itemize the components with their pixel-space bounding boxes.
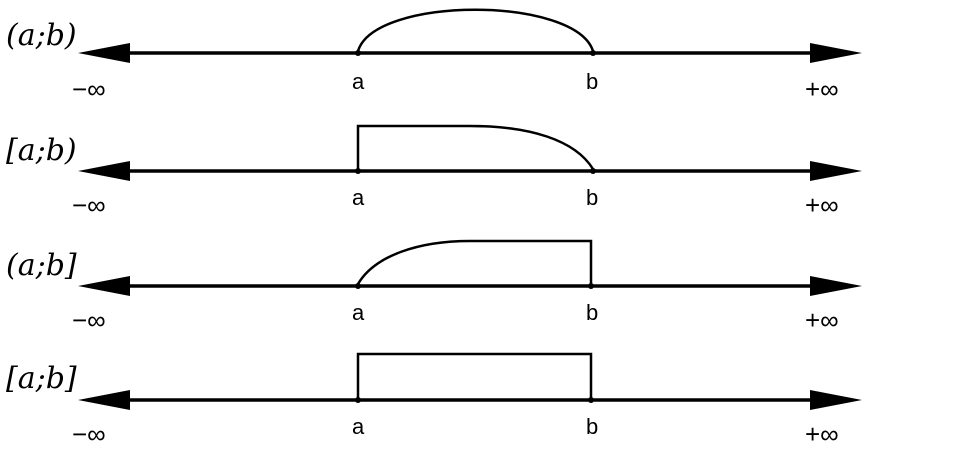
label-b: b xyxy=(586,185,598,210)
interval-notation: (a;b] xyxy=(6,248,77,283)
label-b: b xyxy=(586,69,598,94)
interval-notation: [a;b) xyxy=(6,133,77,168)
right-arrow-icon xyxy=(810,43,862,63)
interval-open-closed-shape xyxy=(356,239,593,286)
left-arrow-icon xyxy=(78,161,130,181)
point-a xyxy=(355,397,361,403)
right-arrow-icon xyxy=(810,161,862,181)
pos-infinity: +∞ xyxy=(805,74,839,104)
right-arrow-icon xyxy=(810,276,862,296)
pos-infinity: +∞ xyxy=(805,190,839,220)
interval-open-arc xyxy=(356,8,595,52)
label-a: a xyxy=(352,300,365,325)
interval-row-closed-closed: [a;b] a b −∞ +∞ xyxy=(6,352,862,449)
label-a: a xyxy=(352,185,365,210)
pos-infinity: +∞ xyxy=(805,305,839,335)
label-b: b xyxy=(586,414,598,439)
neg-infinity: −∞ xyxy=(72,305,106,335)
interval-closed-closed-shape xyxy=(356,352,593,400)
right-arrow-icon xyxy=(810,390,862,410)
point-b xyxy=(590,50,596,56)
pos-infinity: +∞ xyxy=(805,419,839,449)
interval-row-open-open: (a;b) a b −∞ +∞ xyxy=(6,8,862,104)
interval-row-closed-open: [a;b) a b −∞ +∞ xyxy=(6,124,862,220)
point-a xyxy=(355,283,361,289)
label-a: a xyxy=(352,69,365,94)
neg-infinity: −∞ xyxy=(72,74,106,104)
interval-notation: (a;b) xyxy=(6,18,77,53)
left-arrow-icon xyxy=(78,390,130,410)
neg-infinity: −∞ xyxy=(72,419,106,449)
left-arrow-icon xyxy=(78,276,130,296)
label-a: a xyxy=(352,414,365,439)
label-b: b xyxy=(586,300,598,325)
left-arrow-icon xyxy=(78,43,130,63)
point-b xyxy=(588,397,594,403)
point-b xyxy=(588,283,594,289)
interval-closed-open-shape xyxy=(356,124,595,171)
point-a xyxy=(355,50,361,56)
interval-notation: [a;b] xyxy=(6,361,77,396)
point-b xyxy=(590,168,596,174)
interval-row-open-closed: (a;b] a b −∞ +∞ xyxy=(6,239,862,335)
neg-infinity: −∞ xyxy=(72,190,106,220)
point-a xyxy=(355,168,361,174)
